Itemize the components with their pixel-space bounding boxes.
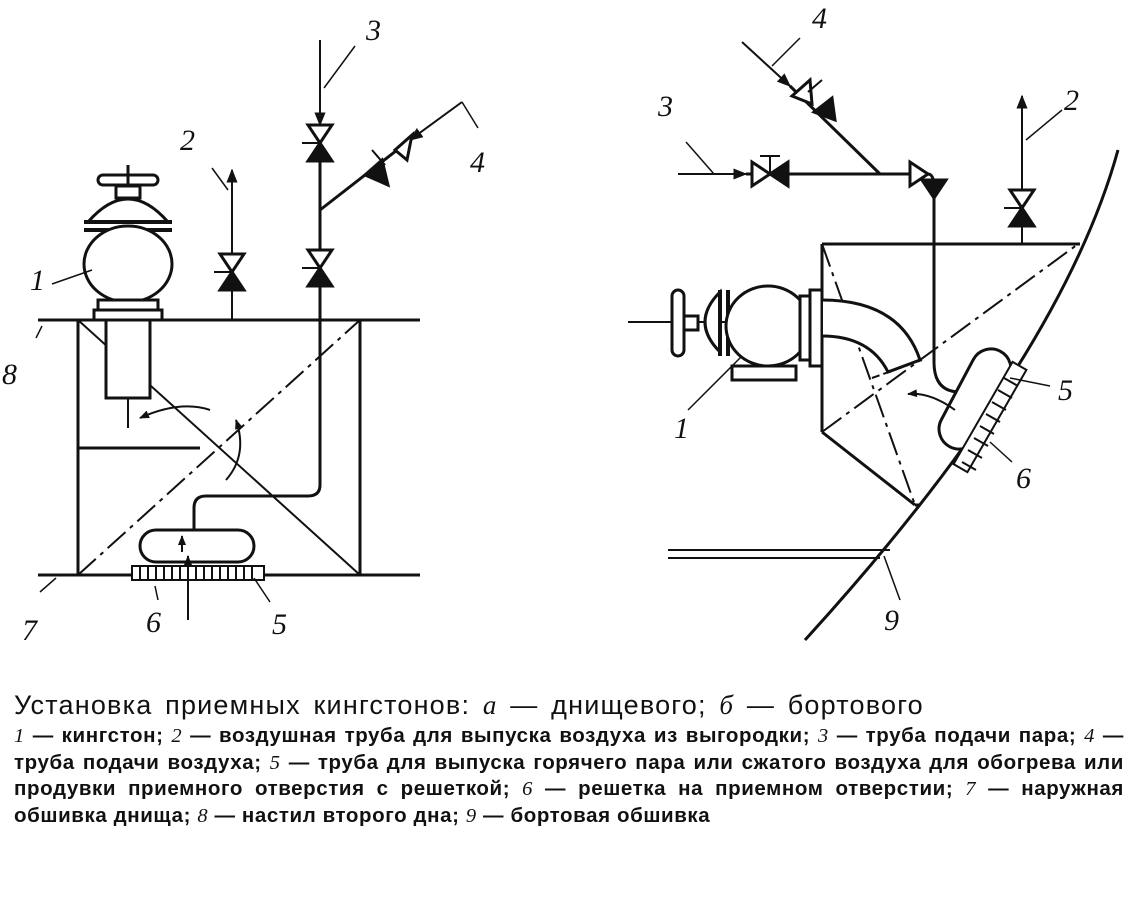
figure-caption: Установка приемных кингстонов: а — днище… — [14, 690, 1124, 829]
view-a — [35, 40, 479, 620]
blow-pipe-a — [138, 528, 256, 564]
caption-a-text: — днищевого; — [497, 690, 720, 720]
callout-b-5: 5 — [1058, 374, 1073, 407]
legend-item: 4 — труба подачи воздуха; — [14, 724, 1124, 774]
caption-b-letter: б — [719, 690, 735, 720]
compressed-air-pipe-a — [319, 101, 463, 212]
air-pipe-b — [1004, 94, 1037, 244]
legend-item: 7 — наружная обшивка днища; — [14, 777, 1124, 827]
grating-b — [952, 360, 1028, 474]
legend-item: 3 — труба подачи пара; — [817, 724, 1085, 747]
caption-a-letter: а — [482, 690, 498, 720]
callout-a-7: 7 — [22, 614, 39, 647]
kingston-diagram: 1 2 3 4 8 7 6 5 — [2, 2, 1120, 647]
legend-item: 1 — кингстон; — [14, 724, 172, 747]
legend-item: 9 — бортовая обшивка — [465, 803, 711, 827]
callout-a-5: 5 — [272, 608, 287, 641]
view-b — [628, 37, 1120, 642]
legend-item: 5 — труба для выпуска горячего пара или … — [14, 750, 1124, 801]
callout-a-4: 4 — [470, 146, 485, 179]
callout-a-6: 6 — [146, 606, 161, 639]
callout-b-4: 4 — [812, 2, 827, 35]
callout-a-3: 3 — [365, 14, 381, 47]
air-pipe-a — [214, 168, 247, 320]
compressed-air-pipe-b — [741, 41, 882, 176]
caption-title-prefix: Установка приемных кингстонов: — [14, 690, 483, 720]
legend-item: 2 — воздушная труба для выпуска воздуха … — [171, 724, 818, 747]
callout-a-8: 8 — [2, 358, 17, 391]
callout-b-6: 6 — [1016, 462, 1031, 495]
callout-b-3: 3 — [657, 90, 673, 123]
callout-a-1: 1 — [30, 264, 45, 297]
legend-item: 6 — решетка на приемном отверстии; — [522, 777, 966, 800]
kingston-valve-b — [628, 284, 922, 382]
grating-a — [131, 565, 265, 581]
callout-b-1: 1 — [674, 412, 689, 445]
steam-pipe-b — [678, 155, 961, 394]
callout-b-9: 9 — [884, 604, 899, 637]
callout-b-2: 2 — [1064, 84, 1079, 117]
caption-b-text: — бортового — [734, 690, 924, 720]
steam-pipe-a — [192, 40, 335, 530]
caption-legend: 1 — кингстон; 2 — воздушная труба для вы… — [14, 723, 1124, 829]
kingston-valve-a — [82, 165, 174, 428]
caption-title: Установка приемных кингстонов: а — днище… — [14, 690, 1124, 721]
legend-item: 8 — настил второго дна; — [197, 803, 466, 827]
callout-a-2: 2 — [180, 124, 195, 157]
